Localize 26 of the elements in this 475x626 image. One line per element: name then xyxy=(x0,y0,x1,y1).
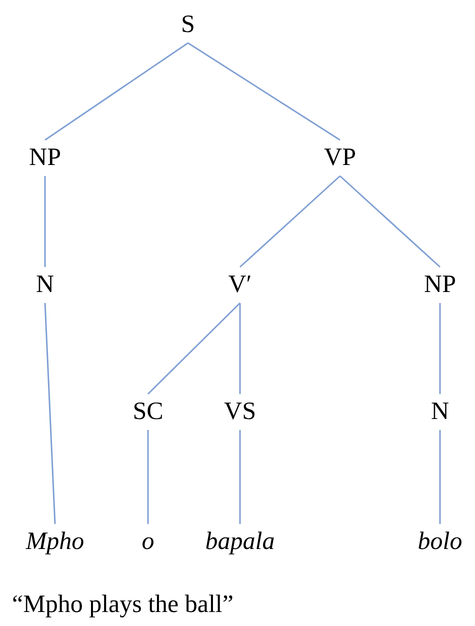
tree-branch-line xyxy=(439,303,441,394)
word-label: bolo xyxy=(418,527,462,557)
word-label: o xyxy=(142,527,154,557)
tree-branch-line xyxy=(44,176,46,267)
translation-caption: “Mpho plays the ball” xyxy=(12,590,234,620)
tree-branch-line xyxy=(147,430,149,524)
tree-branch-line xyxy=(188,42,340,141)
word-label: Mpho xyxy=(26,527,84,557)
tree-branch-line xyxy=(240,175,340,268)
tree-branch-line xyxy=(439,430,441,524)
category-label: N xyxy=(430,397,450,427)
category-label: N xyxy=(36,270,54,300)
tree-branch-line xyxy=(147,302,241,395)
category-label: VP xyxy=(324,143,356,173)
tree-branch-line xyxy=(44,42,188,141)
tree-branch-line xyxy=(340,175,440,268)
tree-branch-line xyxy=(239,430,241,524)
tree-branch-line xyxy=(44,302,56,524)
category-label: S xyxy=(181,10,195,40)
tree-branch-line xyxy=(239,303,241,394)
category-label: NP xyxy=(29,143,61,173)
category-label: V′ xyxy=(228,270,252,300)
category-label: VS xyxy=(224,397,256,427)
category-label: NP xyxy=(424,270,456,300)
word-label: bapala xyxy=(205,527,275,557)
category-label: SC xyxy=(132,397,164,427)
